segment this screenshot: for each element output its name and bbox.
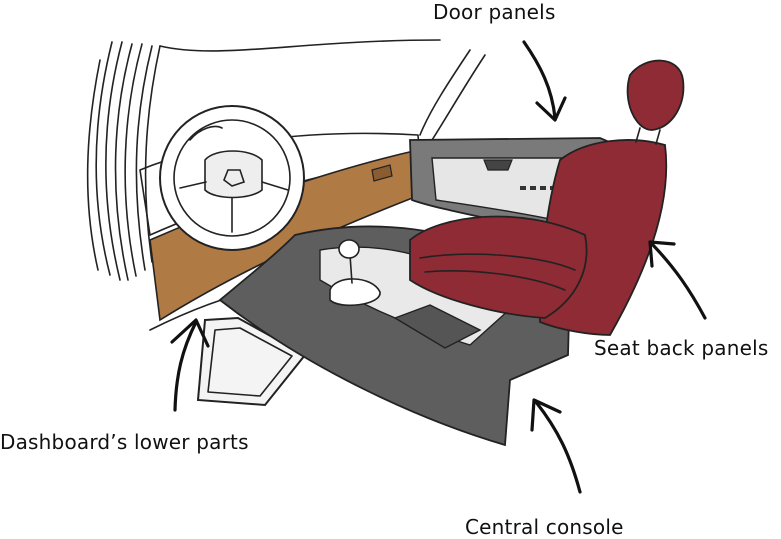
door-panels-label: Door panels xyxy=(433,0,556,24)
central-console-label: Central console xyxy=(465,515,624,539)
gear-shift xyxy=(329,239,381,307)
a-pillar-hatching xyxy=(86,41,161,281)
door-handle xyxy=(483,159,513,171)
seat xyxy=(409,59,685,336)
headrest xyxy=(626,59,685,131)
steering-wheel xyxy=(159,105,305,251)
dashboard-lower-parts-arrow xyxy=(170,318,210,412)
seat-cushion xyxy=(409,215,588,319)
dashboard-vent xyxy=(371,164,393,182)
floor-mat xyxy=(196,316,307,407)
windshield-lines xyxy=(159,39,486,141)
seat-back-panels-label: Seat back panels xyxy=(594,336,769,360)
console-tray xyxy=(393,304,482,349)
dashboard-lower-parts-label: Dashboard’s lower parts xyxy=(0,430,249,454)
seat-back-panels-arrow xyxy=(648,240,707,320)
central-console-arrow xyxy=(530,398,582,494)
door-panels-arrow xyxy=(522,40,567,122)
